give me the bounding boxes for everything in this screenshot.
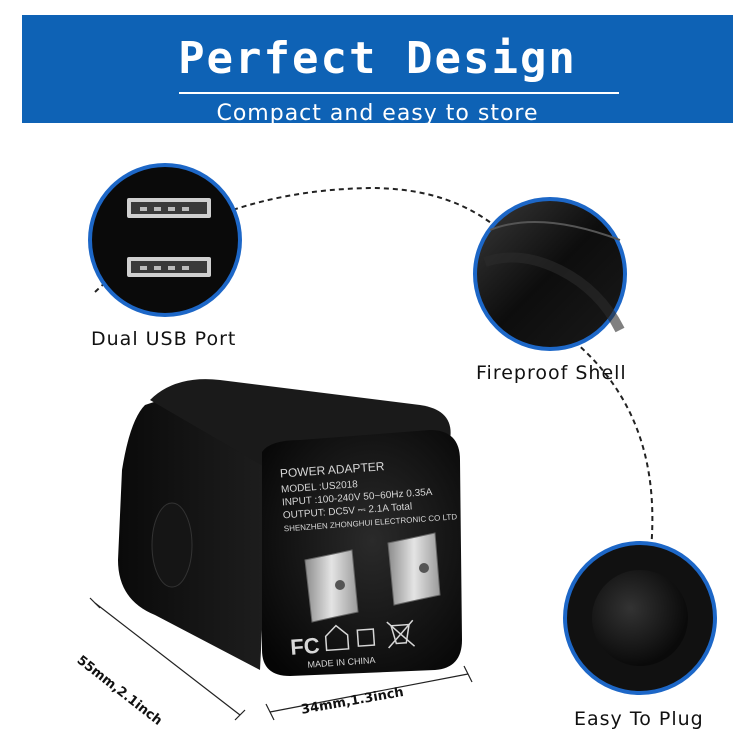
banner-subtitle: Compact and easy to store <box>216 101 539 126</box>
fireproof-shell-callout <box>473 197 627 351</box>
print-line2: MODEL :US2018 <box>281 479 359 495</box>
dashed-connector-arc-2 <box>559 329 654 561</box>
banner-divider <box>179 92 619 94</box>
certification-marks: FC MADE IN CHINA <box>289 619 416 670</box>
fireproof-shell-label: Fireproof Shell <box>476 362 627 384</box>
easy-to-plug-label: Easy To Plug <box>574 708 704 730</box>
weee-bin-icon <box>386 619 416 649</box>
title-banner: Perfect Design Compact and easy to store <box>22 15 733 126</box>
usb-port-icon <box>127 198 211 277</box>
dual-usb-label: Dual USB Port <box>91 328 237 350</box>
easy-to-plug-callout <box>563 541 717 695</box>
dual-usb-callout <box>88 163 242 317</box>
house-icon <box>324 624 350 652</box>
prongs <box>304 532 441 623</box>
banner-title: Perfect Design <box>178 33 577 84</box>
dashed-connector-arc <box>94 186 501 293</box>
dimension-lines <box>89 597 473 721</box>
made-in-label: MADE IN CHINA <box>307 655 376 670</box>
fc-mark-icon: FC <box>289 633 320 660</box>
